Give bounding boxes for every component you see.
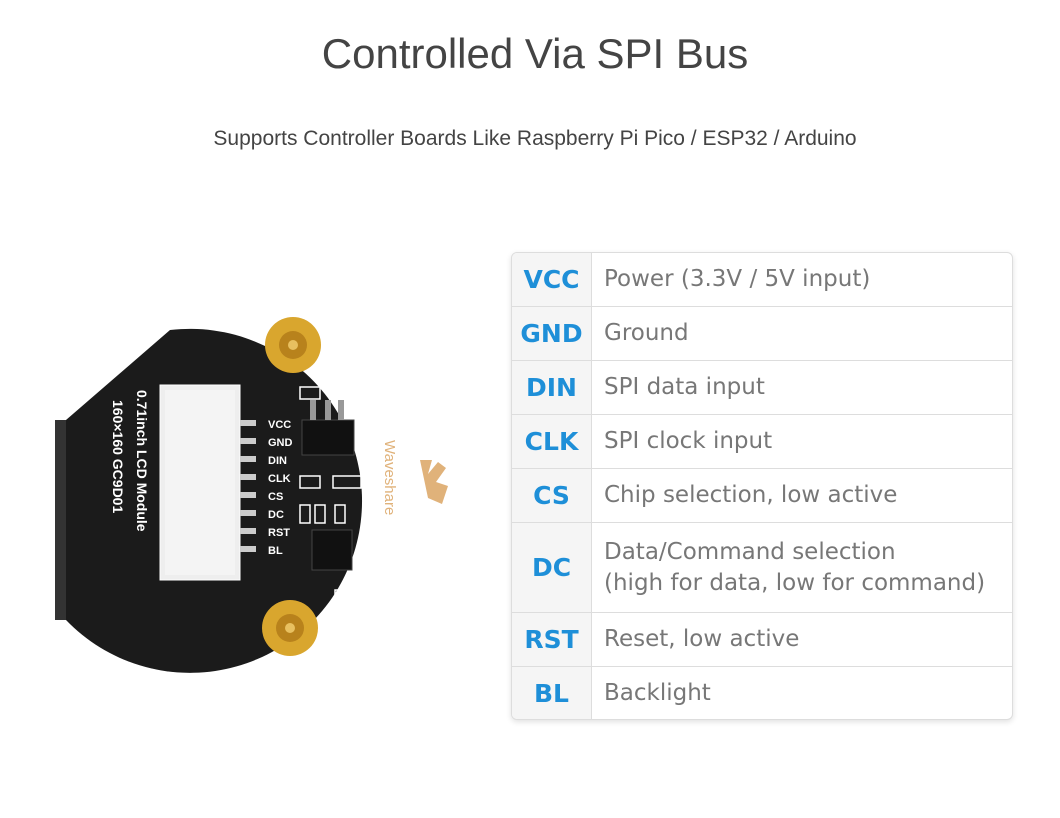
table-row: DIN SPI data input: [512, 360, 1012, 414]
board-pin-label: RST: [268, 527, 290, 539]
pin-description: Chip selection, low active: [604, 482, 898, 508]
table-row: CLK SPI clock input: [512, 414, 1012, 468]
waveshare-logo-icon: [420, 460, 448, 504]
board-pin-label: CS: [268, 491, 283, 503]
pin-name: GND: [512, 307, 592, 360]
pin-description: Reset, low active: [604, 626, 800, 652]
pin-description: Ground: [604, 320, 689, 346]
pin-description: Data/Command selection (high for data, l…: [604, 538, 986, 596]
board-pin-label: DC: [268, 509, 284, 521]
pin-name: RST: [512, 613, 592, 666]
pin-name: CS: [512, 469, 592, 522]
table-row: BL Backlight: [512, 666, 1012, 719]
mounting-hole-top: [265, 317, 321, 373]
table-row: RST Reset, low active: [512, 612, 1012, 666]
pin-name: BL: [512, 667, 592, 719]
board-pin-label: BL: [268, 545, 283, 557]
pin-name: VCC: [512, 253, 592, 306]
lcd-module-board-image: VCC GND DIN CLK CS DC RST BL 0.71inch LC…: [55, 317, 448, 673]
pin-name: DIN: [512, 361, 592, 414]
table-row: GND Ground: [512, 306, 1012, 360]
page-subtitle: Supports Controller Boards Like Raspberr…: [213, 127, 857, 150]
pin-description-table: VCC Power (3.3V / 5V input) GND Ground DIN…: [511, 252, 1013, 720]
board-pin-label: GND: [268, 437, 293, 449]
pin-name: DC: [512, 523, 592, 612]
pin-description: Backlight: [604, 679, 711, 706]
table-row: VCC Power (3.3V / 5V input): [512, 253, 1012, 306]
table-row: CS Chip selection, low active: [512, 468, 1012, 522]
pin-description: Power (3.3V / 5V input): [604, 266, 871, 292]
board-pin-label: CLK: [268, 473, 291, 485]
board-model-text: 0.71inch LCD Module: [134, 390, 150, 532]
mounting-hole-bottom: [262, 600, 318, 656]
pin-description: SPI clock input: [604, 428, 773, 454]
board-spec-text: 160×160 GC9D01: [110, 400, 126, 513]
pin-name: CLK: [512, 415, 592, 468]
page-title: Controlled Via SPI Bus: [321, 30, 749, 77]
pin-description: SPI data input: [604, 374, 765, 400]
board-pin-label: VCC: [268, 419, 291, 431]
board-pin-label: DIN: [268, 455, 287, 467]
brand-text: Waveshare: [381, 440, 398, 515]
